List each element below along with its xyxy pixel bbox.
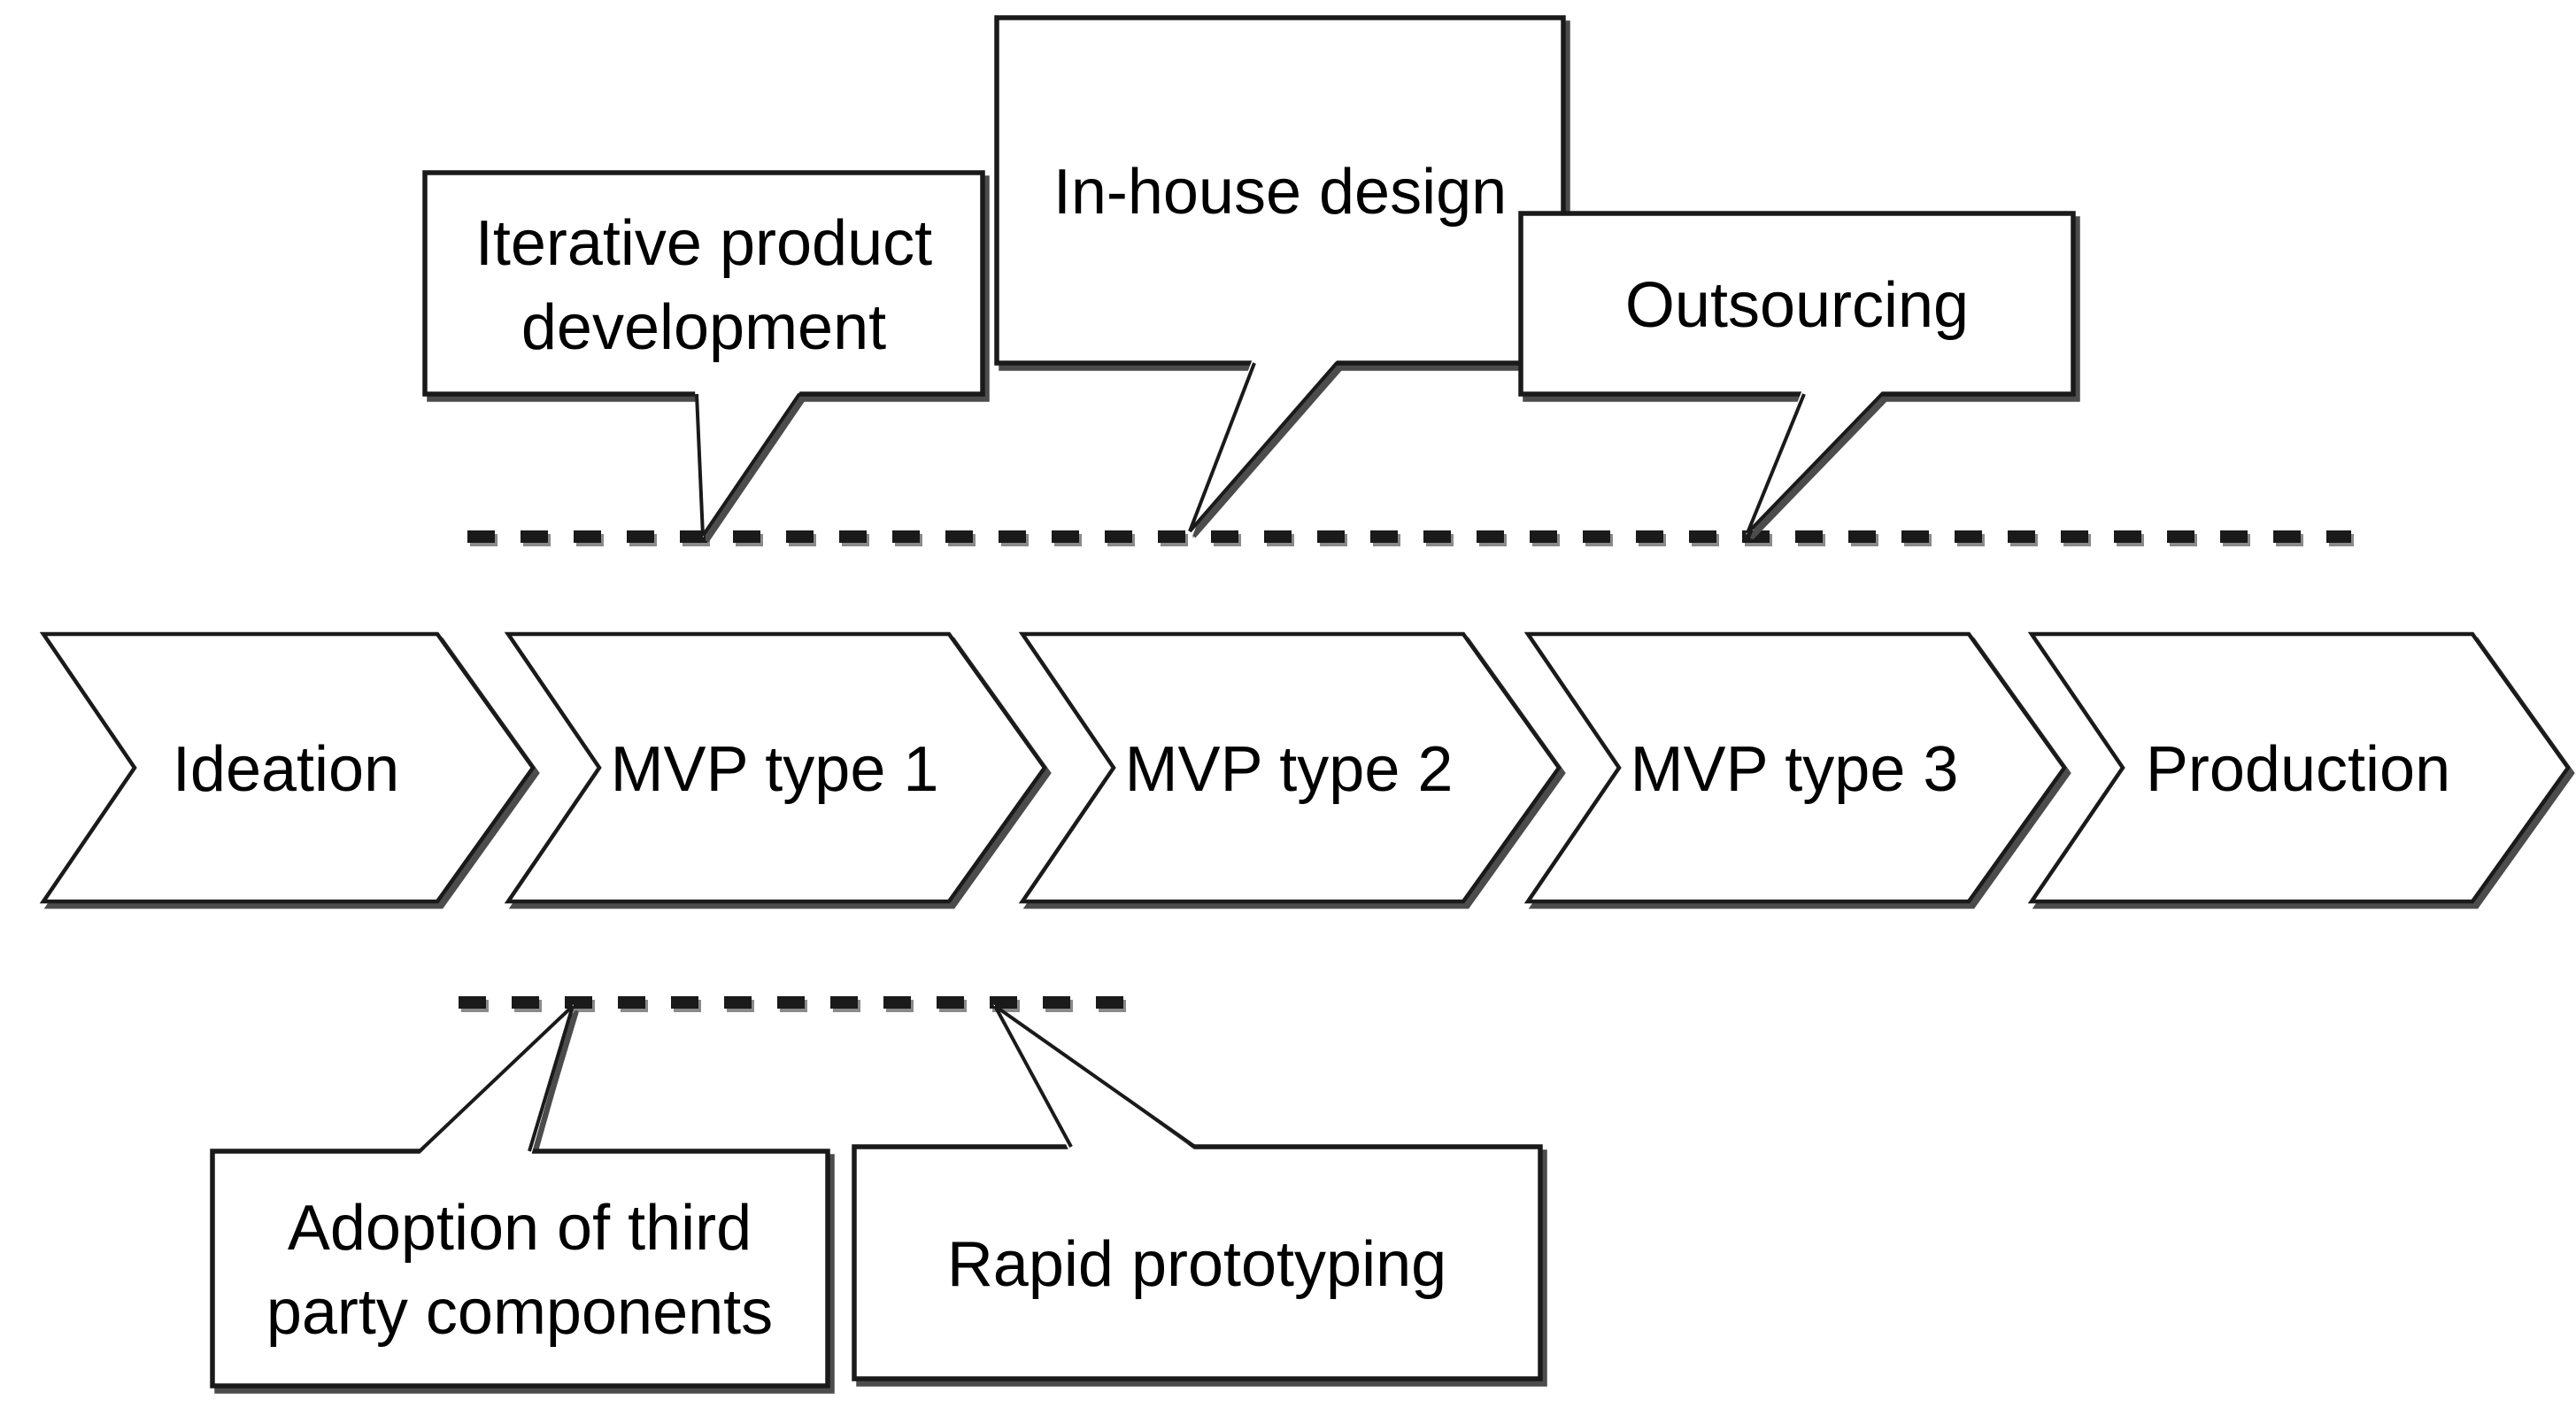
callout-tail-edge: [993, 1004, 1197, 1149]
callout-label-line: Iterative product: [475, 208, 932, 279]
chevron-step-mvp-type-3: MVP type 3: [1523, 631, 2067, 904]
callout-tail-edge: [1746, 392, 1884, 535]
chevron-shape: [1523, 631, 2067, 904]
callout-box: [1518, 211, 2076, 397]
callout-tail-edge: [528, 1005, 575, 1152]
chevron-label: Ideation: [173, 734, 399, 805]
callout-tail-edge: [1746, 393, 1806, 534]
callout-label-line: Rapid prototyping: [947, 1229, 1446, 1300]
callout-in-house-design: In-house design: [994, 15, 1566, 533]
callout-tail: [695, 390, 801, 538]
callout-label-line: Adoption of third: [288, 1193, 752, 1264]
callout-label-line: Outsourcing: [1625, 270, 1969, 341]
callout-tail-edge: [1188, 361, 1338, 533]
callout-box: [422, 170, 985, 397]
callout-box: [210, 1149, 830, 1389]
callout-tail-edge: [418, 1004, 575, 1153]
callout-tail-edge: [1188, 362, 1256, 532]
chevron-shape: [1018, 631, 1562, 904]
chevron-step-mvp-type-1: MVP type 1: [504, 631, 1047, 904]
callout-outsourcing: Outsourcing: [1518, 211, 2076, 535]
chevron-shape: [2027, 631, 2571, 904]
callout-label-line: development: [521, 292, 886, 363]
callout-box: [852, 1144, 1543, 1381]
chevron-step-mvp-type-2: MVP type 2: [1018, 631, 1562, 904]
callout-label-line: party components: [266, 1277, 773, 1348]
chevron-label: MVP type 2: [1125, 734, 1454, 805]
chevron-label: MVP type 1: [611, 734, 939, 805]
chevron-step-production: Production: [2027, 631, 2571, 904]
callout-tail-edge: [701, 392, 801, 538]
chevron-step-ideation: Ideation: [39, 631, 536, 904]
callout-iterative-product-development: Iterative product development: [422, 170, 985, 538]
callout-tail-edge: [695, 393, 705, 537]
chevron-label: MVP type 3: [1631, 734, 1959, 805]
callout-tail-edge: [993, 1005, 1073, 1148]
callout-label-line: In-house design: [1053, 157, 1507, 228]
chevron-shape: [39, 631, 536, 904]
callout-rapid-prototyping: Rapid prototyping: [852, 1004, 1543, 1381]
chevron-shape: [504, 631, 1047, 904]
callout-box: [994, 15, 1566, 366]
callout-adoption-of-third-party-components: Adoption of third party components: [210, 1004, 830, 1389]
chevron-label: Production: [2146, 734, 2450, 805]
